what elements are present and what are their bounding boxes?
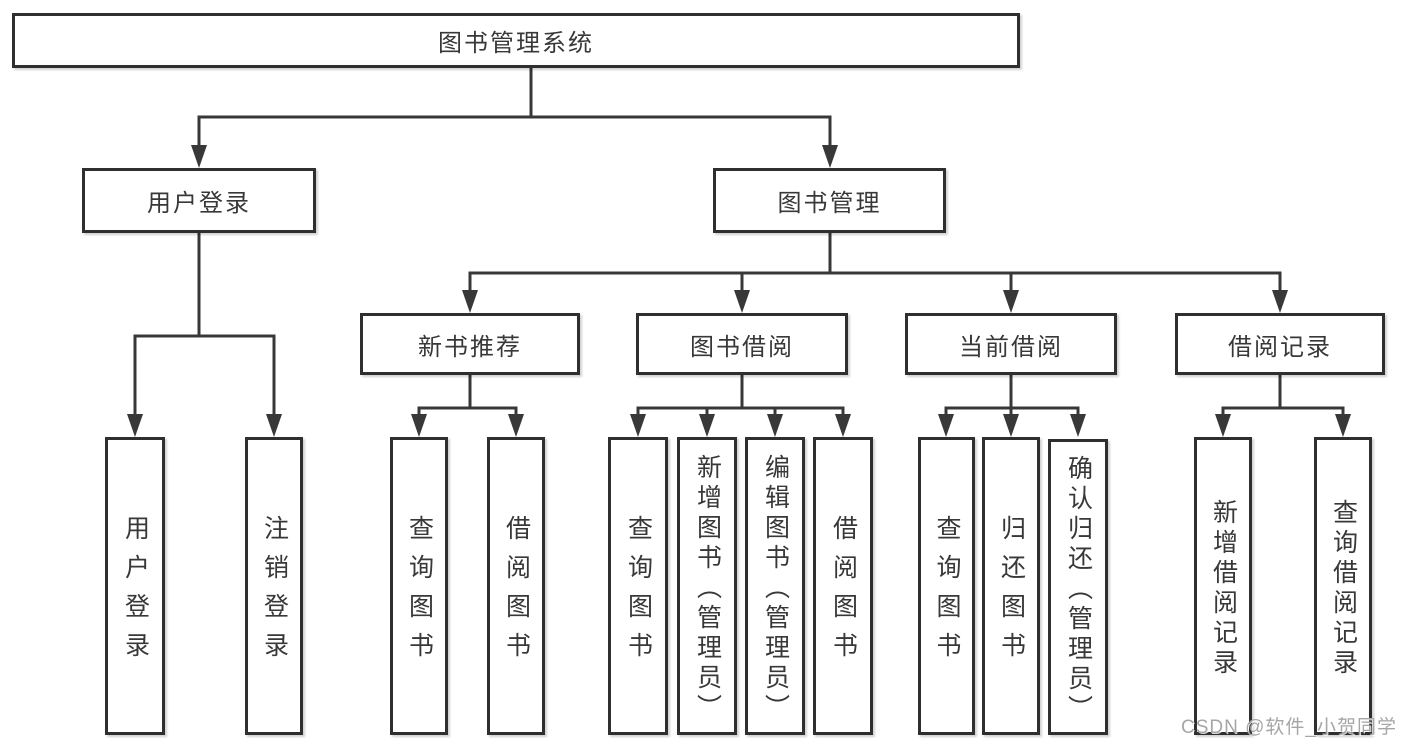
node-user-login-branch: 用户登录 xyxy=(82,168,316,233)
node-leaf-return-books: 归还图书 xyxy=(982,437,1040,735)
node-label: 图书管理 xyxy=(777,190,882,217)
node-leaf-query-books-current: 查询图书 xyxy=(918,437,975,735)
node-label: 用户登录 xyxy=(121,515,150,671)
arrowhead xyxy=(1215,414,1231,437)
node-label: 查询借阅记录 xyxy=(1329,498,1358,679)
edge-book-management-to-level3 xyxy=(462,231,1288,313)
node-label: 注销登录 xyxy=(260,515,289,671)
arrowhead xyxy=(699,414,715,437)
node-book-borrowing: 图书借阅 xyxy=(636,313,848,375)
edge-records-to-leaves xyxy=(1215,373,1351,437)
node-new-book-recommend: 新书推荐 xyxy=(360,313,580,375)
node-leaf-borrow-books-recommend: 借阅图书 xyxy=(487,437,545,735)
arrowhead xyxy=(127,414,143,437)
node-label: 查询图书 xyxy=(624,515,653,671)
edge-user-login-to-leaves xyxy=(127,231,282,437)
arrowhead xyxy=(734,290,750,313)
node-borrowing-records: 借阅记录 xyxy=(1175,313,1385,375)
node-leaf-add-books-admin: 新增图书（管理员） xyxy=(677,437,737,735)
arrowhead xyxy=(1003,290,1019,313)
node-leaf-query-books-borrowing: 查询图书 xyxy=(608,437,668,735)
node-leaf-logout-login: 注销登录 xyxy=(245,437,303,735)
node-leaf-add-borrowing-record: 新增借阅记录 xyxy=(1194,437,1252,735)
arrowhead xyxy=(266,414,282,437)
arrowhead xyxy=(1070,414,1086,437)
node-label: 新书推荐 xyxy=(418,333,522,361)
arrowhead xyxy=(1272,290,1288,313)
node-label: 归还图书 xyxy=(997,515,1026,671)
node-label: 图书管理系统 xyxy=(438,30,594,57)
node-label: 用户登录 xyxy=(147,190,251,217)
arrowhead xyxy=(462,290,478,313)
arrowhead xyxy=(411,414,427,437)
node-system-root: 图书管理系统 xyxy=(12,13,1020,68)
edge-borrowing-to-leaves xyxy=(630,373,851,437)
arrowhead xyxy=(1335,414,1351,437)
node-leaf-edit-books-admin: 编辑图书（管理员） xyxy=(745,437,805,735)
node-leaf-query-borrowing-record: 查询借阅记录 xyxy=(1314,437,1372,735)
node-leaf-query-books-recommend: 查询图书 xyxy=(390,437,448,735)
node-label: 查询图书 xyxy=(405,515,434,671)
arrowhead xyxy=(191,145,207,168)
edge-recommend-to-leaves xyxy=(411,373,524,437)
node-label: 借阅图书 xyxy=(829,515,858,671)
arrowhead xyxy=(938,414,954,437)
node-label: 确认归还（管理员） xyxy=(1064,454,1093,725)
arrowhead xyxy=(1003,414,1019,437)
node-label: 借阅图书 xyxy=(502,515,531,671)
edge-current-to-leaves xyxy=(938,373,1086,437)
node-label: 新增图书（管理员） xyxy=(693,453,722,724)
node-label: 查询图书 xyxy=(933,515,961,671)
node-leaf-borrow-books-borrowing: 借阅图书 xyxy=(813,437,873,735)
node-label: 图书借阅 xyxy=(690,333,794,361)
node-book-management-branch: 图书管理 xyxy=(713,168,946,233)
node-leaf-user-login: 用户登录 xyxy=(105,437,165,735)
node-label: 当前借阅 xyxy=(959,333,1063,361)
arrowhead xyxy=(767,414,783,437)
node-label: 编辑图书（管理员） xyxy=(761,453,790,724)
watermark: CSDN @软件_小贺同学 xyxy=(1181,717,1397,738)
edge-system-to-level2 xyxy=(191,66,838,168)
arrowhead xyxy=(508,414,524,437)
node-label: 借阅记录 xyxy=(1228,333,1332,361)
arrowhead xyxy=(822,145,838,168)
arrowhead xyxy=(835,414,851,437)
node-leaf-confirm-return-admin: 确认归还（管理员） xyxy=(1048,439,1108,735)
arrowhead xyxy=(630,414,646,437)
node-label: 新增借阅记录 xyxy=(1209,498,1238,679)
node-current-borrowing: 当前借阅 xyxy=(905,313,1117,375)
